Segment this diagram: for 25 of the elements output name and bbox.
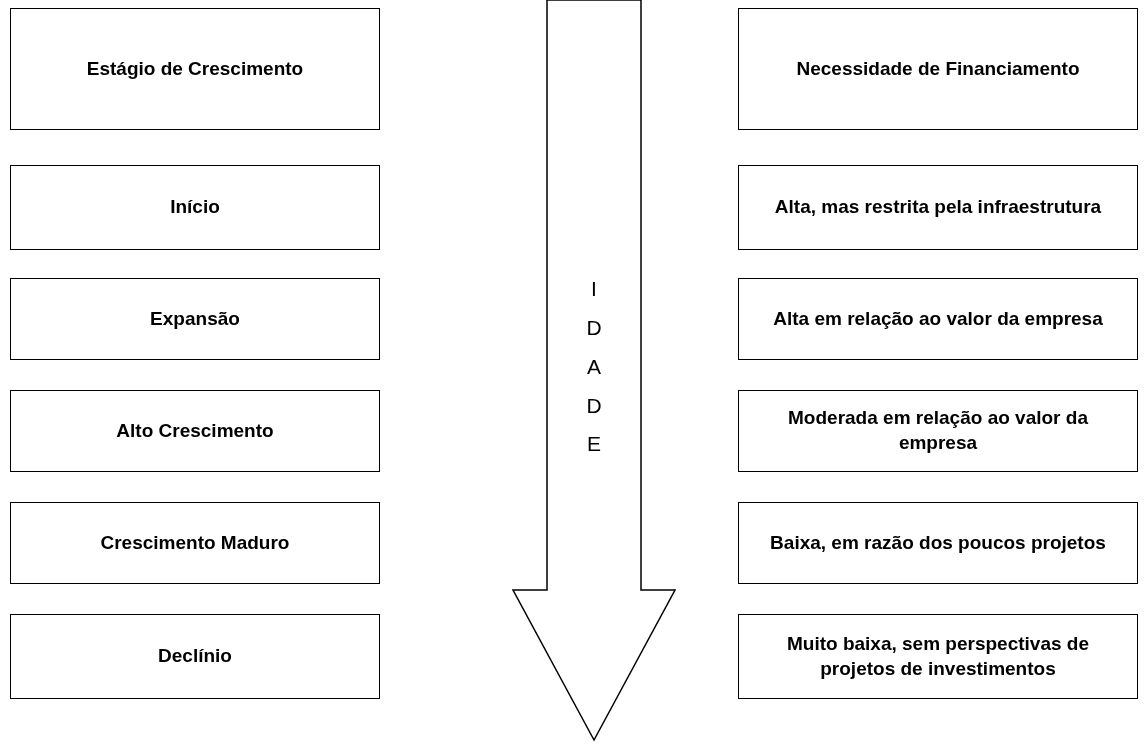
stage-box [738, 390, 1138, 472]
stage-box [10, 614, 380, 699]
box-label: Declínio [158, 644, 232, 669]
stage-box [10, 278, 380, 360]
stage-box [10, 390, 380, 472]
stage-box [738, 8, 1138, 130]
stage-box [10, 502, 380, 584]
box-label: Necessidade de Financiamento [796, 56, 1080, 81]
box-label: Moderada em relação ao valor da empresa [787, 406, 1089, 455]
stage-box [10, 165, 380, 250]
stage-box [738, 165, 1138, 250]
box-label: Alta em relação ao valor da empresa [773, 306, 1103, 331]
box-label: Baixa, em razão dos poucos projetos [770, 530, 1106, 555]
box-label: Expansão [150, 306, 240, 331]
box-label: Muito baixa, sem perspectivas de projetos de investimentos [786, 631, 1090, 681]
stage-box [738, 278, 1138, 360]
stage-box [738, 502, 1138, 584]
box-label: Alta, mas restrita pela infraestrutura [774, 195, 1102, 220]
stage-box [738, 614, 1138, 699]
box-label: Início [170, 195, 220, 220]
box-label: Estágio de Crescimento [86, 56, 304, 81]
vertical-label: IDADE [585, 276, 603, 458]
box-label: Crescimento Maduro [100, 530, 290, 555]
stage-box [10, 8, 380, 130]
box-label: Alto Crescimento [116, 418, 274, 443]
